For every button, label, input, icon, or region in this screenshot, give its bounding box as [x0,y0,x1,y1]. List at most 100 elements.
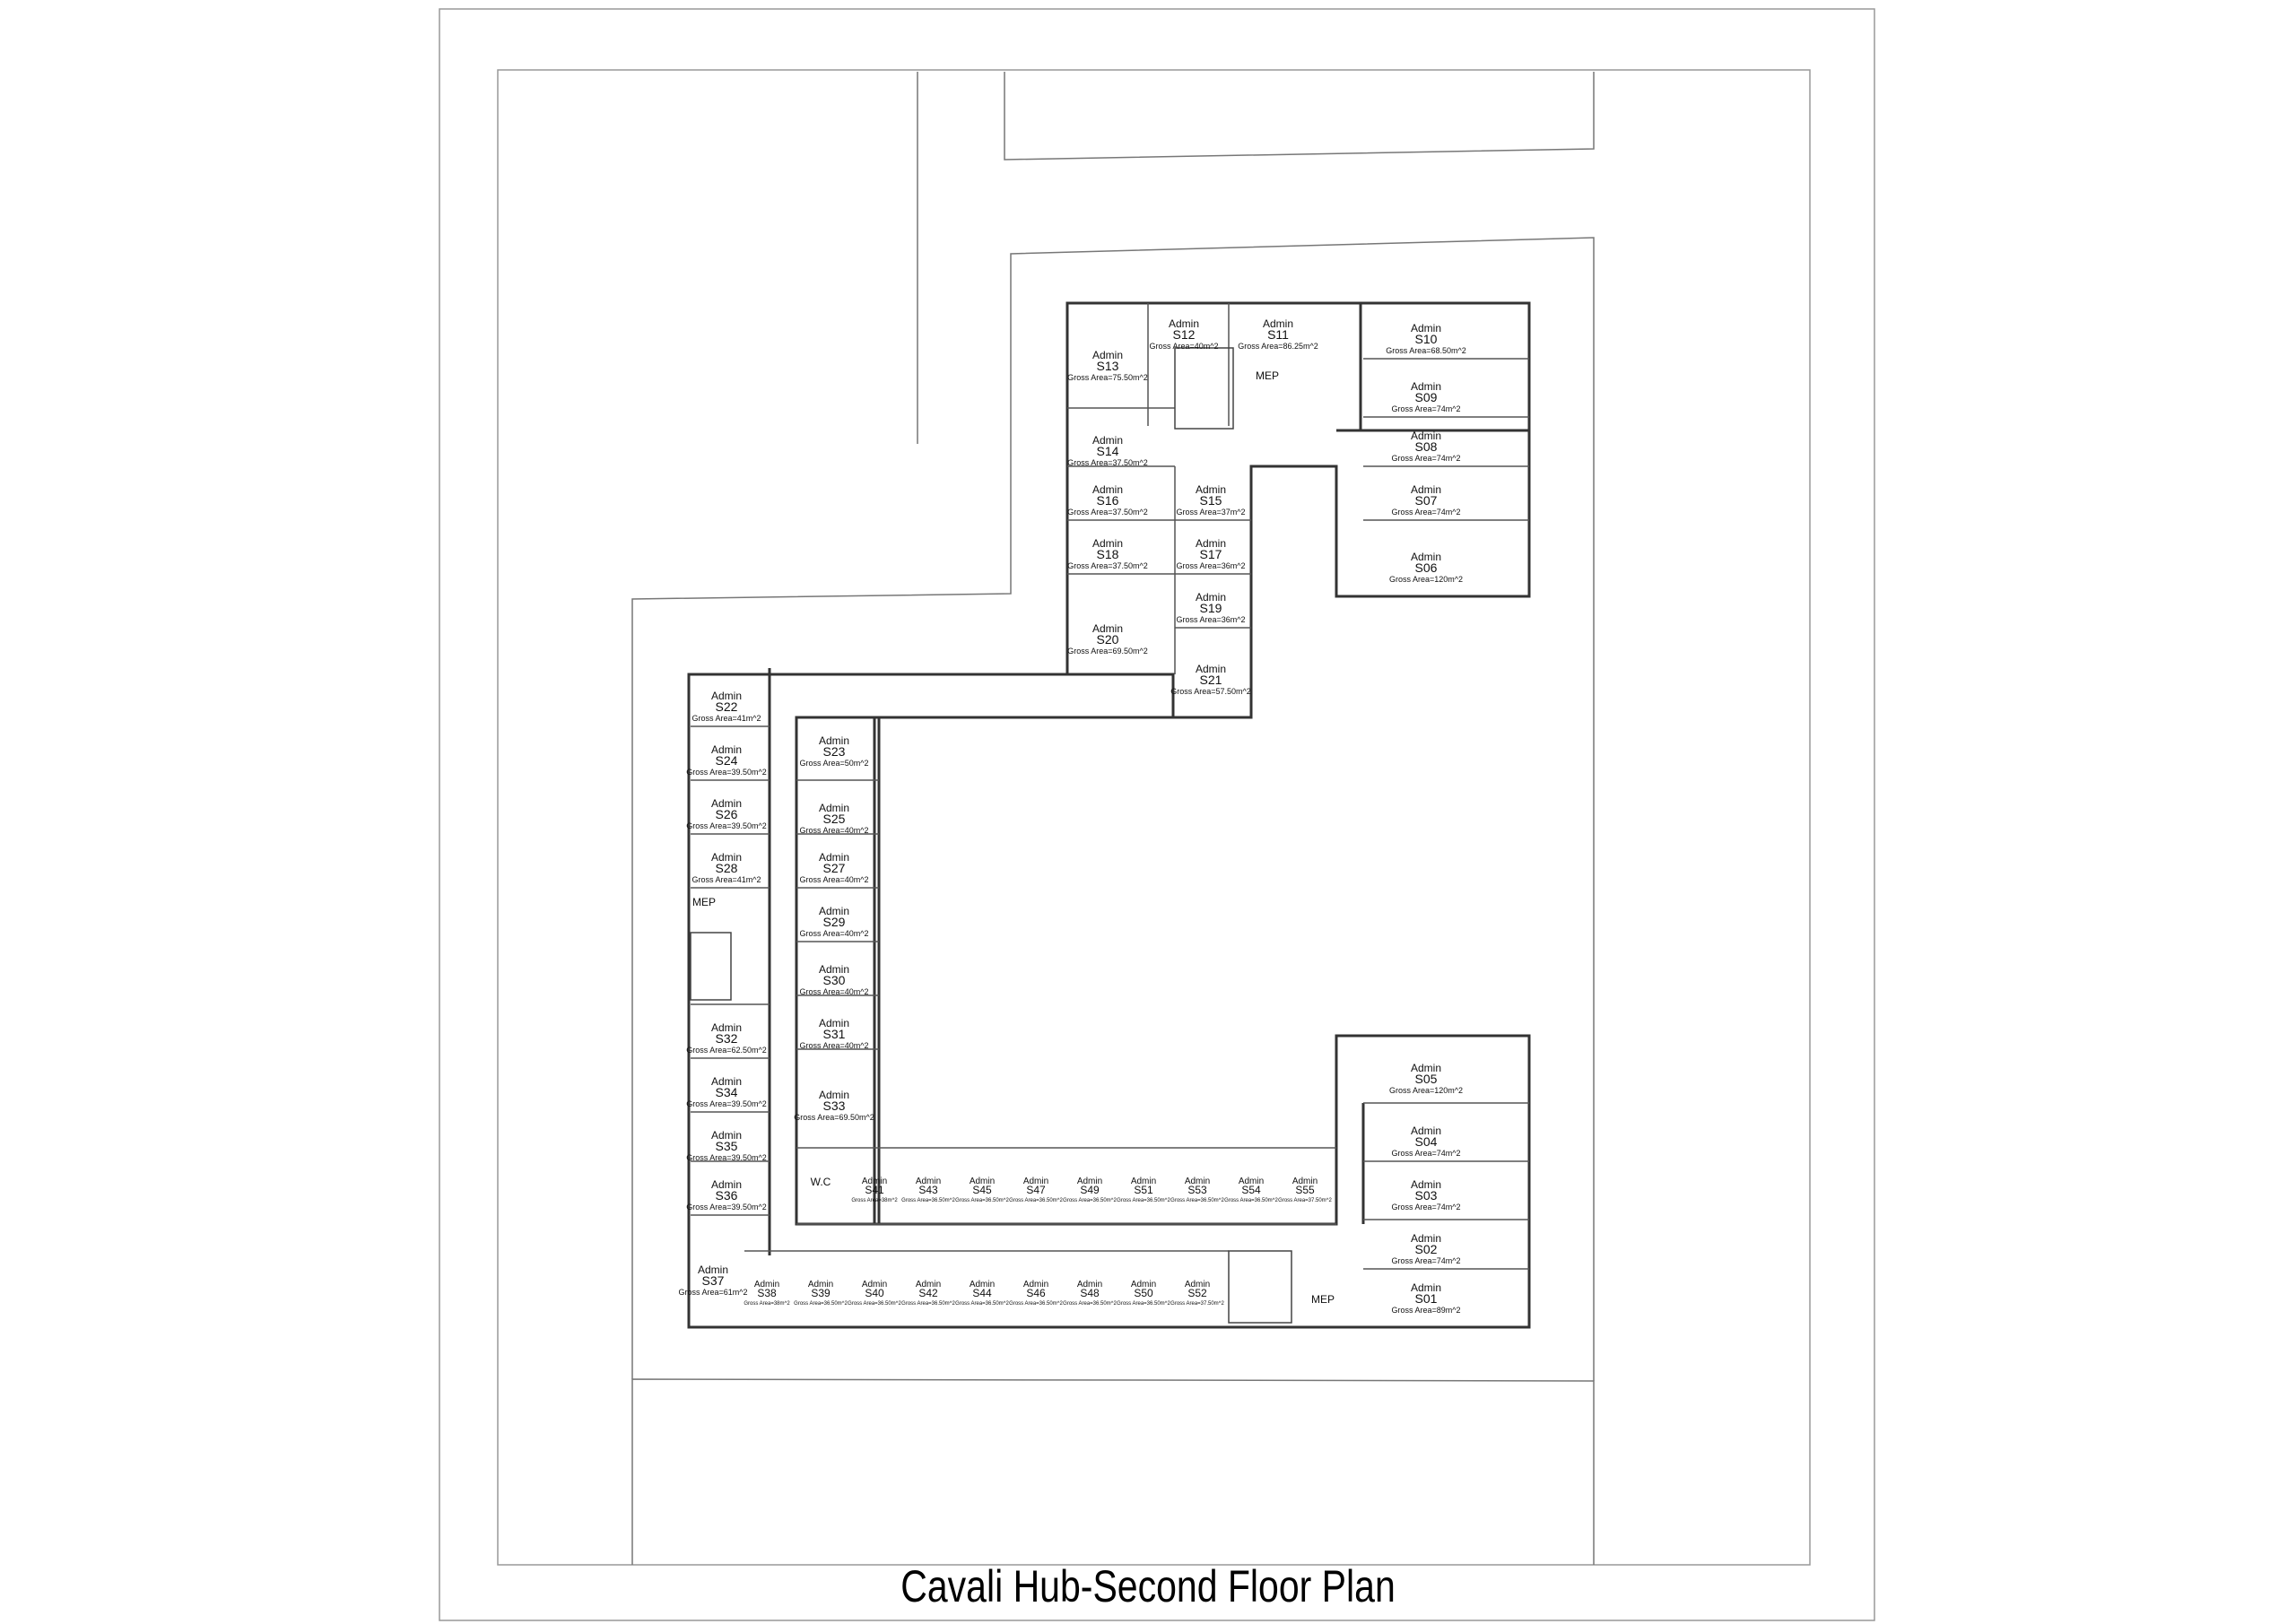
room-area-label: Gross Area=39.50m^2 [686,821,767,830]
room-id-label: S44 [972,1287,992,1299]
room-id-label: S40 [865,1287,884,1299]
room-id-label: S01 [1415,1291,1438,1306]
room-id-label: S42 [918,1287,938,1299]
room-area-label: Gross Area=40m^2 [799,929,868,938]
room-id-label: S32 [716,1031,738,1046]
room-type-label: Admin [819,802,849,814]
room-type-label: Admin [1196,483,1226,496]
room-id-label: S38 [757,1287,777,1299]
room-area-label: Gross Area=36.50m^2 [1224,1198,1278,1203]
room-area-label: Gross Area=36.50m^2 [1009,1301,1063,1307]
room-type-label: Admin [1239,1177,1264,1186]
room-area-label: Gross Area=36.50m^2 [1009,1198,1063,1203]
room-id-label: S10 [1415,332,1438,346]
room-area-label: Gross Area=37.50m^2 [1067,508,1148,517]
room-id-label: S27 [823,861,846,875]
room-area-label: Gross Area=40m^2 [799,875,868,884]
room-id-label: S51 [1134,1184,1153,1196]
room-type-label: Admin [1185,1177,1210,1186]
room-id-label: S24 [716,753,738,768]
room-area-label: Gross Area=69.50m^2 [794,1113,874,1122]
room-area-label: Gross Area=36.50m^2 [955,1301,1009,1307]
room-area-label: Gross Area=74m^2 [1391,454,1460,463]
room-id-label: S26 [716,807,738,821]
room-id-label: S25 [823,812,846,826]
room-id-label: S28 [716,861,738,875]
room-type-label: Admin [1292,1177,1318,1186]
room-id-label: S02 [1415,1242,1438,1256]
stair-cores [690,347,1292,1324]
room-area-label: Gross Area=61m^2 [678,1288,747,1297]
room-area-label: Gross Area=68.50m^2 [1386,346,1466,355]
partition-walls [691,303,1529,1270]
room-type-label: Admin [862,1177,887,1186]
room-id-label: S33 [823,1099,846,1113]
room-type-label: Admin [1411,1125,1441,1137]
room-type-label: Admin [1196,591,1226,604]
plan-title: Cavali Hub-Second Floor Plan [900,1561,1396,1611]
room-type-label: Admin [1131,1280,1156,1290]
room-area-label: Gross Area=37m^2 [1176,508,1245,517]
room-type-label: Admin [1196,663,1226,675]
room-id-label: S37 [702,1273,725,1288]
room-area-label: Gross Area=36.50m^2 [1063,1301,1117,1307]
wc-label: W.C [811,1176,831,1188]
room-type-label: Admin [862,1280,887,1290]
room-type-label: Admin [711,743,742,756]
room-type-label: Admin [1411,1178,1441,1191]
room-id-label: S39 [811,1287,831,1299]
site-boundary [631,72,1595,1565]
room-type-label: Admin [1077,1177,1102,1186]
room-type-label: Admin [711,1021,742,1034]
mep-label: MEP [1311,1293,1335,1306]
room-id-label: S06 [1415,560,1438,575]
room-id-label: S29 [823,915,846,929]
room-type-label: Admin [916,1177,941,1186]
room-id-label: S34 [716,1085,738,1099]
room-type-label: Admin [1131,1177,1156,1186]
room-area-label: Gross Area=39.50m^2 [686,1099,767,1108]
room-type-label: Admin [1092,434,1123,447]
room-id-label: S36 [716,1188,738,1203]
room-id-label: S05 [1415,1072,1438,1086]
room-area-label: Gross Area=36.50m^2 [1063,1198,1117,1203]
room-type-label: Admin [819,1089,849,1101]
sheet-frame [439,8,1875,1621]
room-type-label: Admin [1023,1177,1048,1186]
room-type-label: Admin [1411,430,1441,442]
room-area-label: Gross Area=57.50m^2 [1170,687,1251,696]
mep-label: MEP [1256,369,1279,382]
room-area-label: Gross Area=40m^2 [799,826,868,835]
room-area-label: Gross Area=50m^2 [799,759,868,768]
room-id-label: S07 [1415,493,1438,508]
room-type-label: Admin [1411,380,1441,393]
room-id-label: S31 [823,1027,846,1041]
room-id-label: S04 [1415,1134,1438,1149]
